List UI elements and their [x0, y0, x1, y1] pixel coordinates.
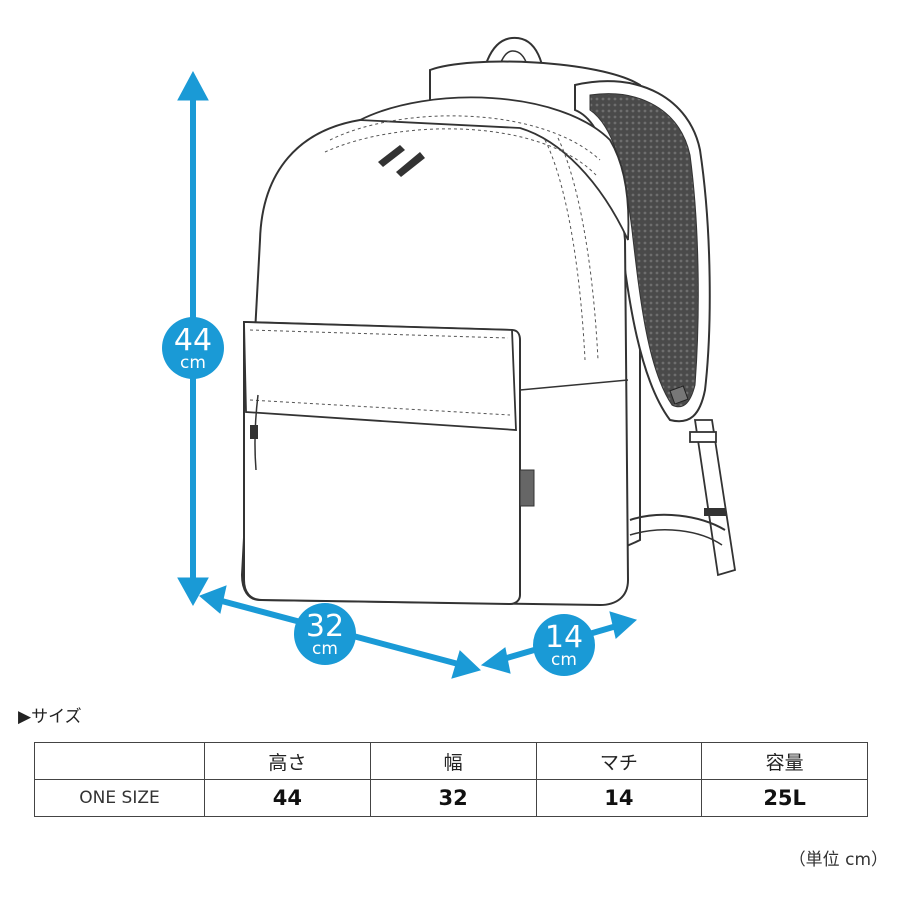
row-label: ONE SIZE: [34, 779, 205, 817]
table-header-row: 高さ 幅 マチ 容量: [34, 742, 868, 780]
unit-note: （単位 cm）: [788, 850, 888, 870]
size-table: 高さ 幅 マチ 容量 ONE SIZE 44 32 14 25L: [34, 742, 868, 817]
height-unit: cm: [180, 353, 206, 373]
height-value: 44: [173, 323, 213, 358]
table-cell: 32: [369, 779, 537, 817]
width-value: 32: [305, 609, 345, 644]
table-row: ONE SIZE 44 32 14 25L: [34, 779, 868, 817]
height-badge: 44 cm: [162, 317, 224, 379]
table-header-cell: 高さ: [204, 742, 371, 780]
section-heading: ▶サイズ: [18, 707, 82, 727]
width-badge: 32 cm: [294, 603, 356, 665]
table-cell: 25L: [701, 779, 868, 817]
depth-value: 14: [544, 620, 584, 655]
depth-unit: cm: [551, 650, 577, 670]
table-header-cell: 幅: [369, 742, 537, 780]
table-header-cell: マチ: [535, 742, 703, 780]
table-cell: 14: [535, 779, 703, 817]
table-header-cell: [34, 742, 205, 780]
width-unit: cm: [312, 639, 338, 659]
table-header-cell: 容量: [701, 742, 868, 780]
depth-badge: 14 cm: [533, 614, 595, 676]
table-cell: 44: [204, 779, 371, 817]
backpack-illustration: [177, 36, 737, 679]
